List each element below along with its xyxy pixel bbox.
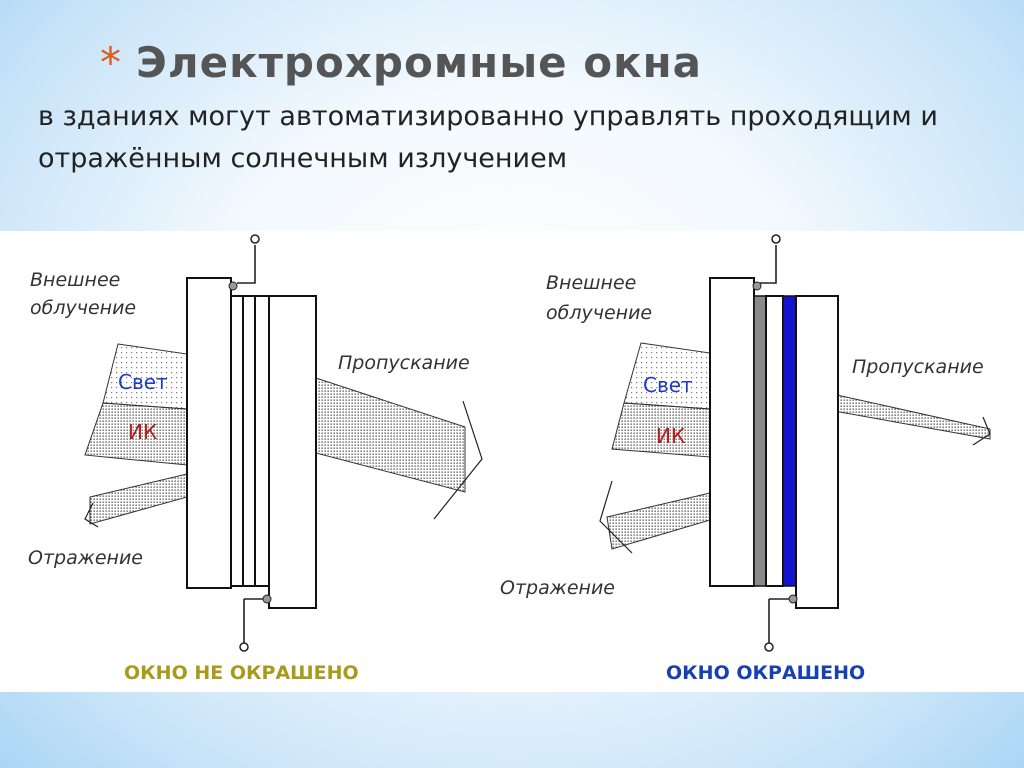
external-label-line1: Внешнее bbox=[546, 272, 636, 294]
reflection-label: Отражение bbox=[500, 577, 615, 599]
top-wire bbox=[237, 245, 256, 284]
outer-glass-pane bbox=[186, 277, 232, 589]
transmission-arrowhead bbox=[433, 400, 483, 520]
separator-layer bbox=[765, 295, 784, 587]
bottom-contact bbox=[788, 594, 798, 604]
reflection-band bbox=[89, 473, 188, 525]
reflection-arrowhead bbox=[599, 480, 633, 554]
reflection-arrowhead bbox=[84, 502, 99, 528]
electrochromic-colored-layer bbox=[782, 295, 797, 587]
slide-subtitle: в зданиях могут автоматизированно управл… bbox=[38, 101, 938, 174]
bottom-contact bbox=[262, 594, 272, 604]
inner-glass-pane bbox=[795, 295, 839, 609]
external-label-line1: Внешнее bbox=[30, 269, 120, 291]
top-contact bbox=[228, 281, 238, 291]
top-contact bbox=[752, 281, 762, 291]
gray-ion-layer bbox=[753, 295, 767, 587]
uncolored-window-diagram: Внешнее облучение Пропускание Свет ИК От… bbox=[28, 234, 483, 684]
reflection-label: Отражение bbox=[28, 547, 143, 569]
top-wire bbox=[760, 245, 777, 284]
light-label: Свет bbox=[118, 370, 168, 394]
transmission-label: Пропускание bbox=[852, 356, 984, 378]
layer-3 bbox=[254, 295, 270, 587]
light-label: Свет bbox=[643, 373, 693, 397]
ir-label: ИК bbox=[656, 424, 685, 448]
reflection-band bbox=[606, 492, 711, 550]
caption-uncolored: ОКНО НЕ ОКРАШЕНО bbox=[124, 662, 359, 684]
outer-glass-pane bbox=[709, 277, 755, 587]
electrochromic-diagrams: Внешнее облучение Пропускание Свет ИК От… bbox=[28, 234, 991, 684]
external-label-line2: облучение bbox=[30, 297, 136, 319]
top-terminal bbox=[771, 234, 781, 244]
title-bullet: * bbox=[100, 38, 122, 87]
slide-title: * Электрохромные окна bbox=[100, 38, 702, 87]
layer-2 bbox=[242, 295, 256, 587]
bottom-terminal bbox=[764, 642, 774, 652]
layer-1 bbox=[230, 295, 244, 587]
ir-label: ИК bbox=[128, 420, 157, 444]
caption-colored: ОКНО ОКРАШЕНО bbox=[666, 662, 865, 684]
transmission-band bbox=[315, 377, 466, 493]
top-terminal bbox=[250, 234, 260, 244]
bottom-terminal bbox=[239, 642, 249, 652]
transmission-label: Пропускание bbox=[338, 352, 470, 374]
transmission-arrowhead bbox=[972, 416, 991, 446]
title-text: Электрохромные окна bbox=[136, 38, 703, 87]
colored-window-diagram: Внешнее облучение Пропускание Свет ИК От… bbox=[500, 234, 991, 684]
external-label-line2: облучение bbox=[546, 302, 652, 324]
diagram-panel: Внешнее облучение Пропускание Свет ИК От… bbox=[0, 231, 1024, 692]
inner-glass-pane bbox=[268, 295, 317, 609]
